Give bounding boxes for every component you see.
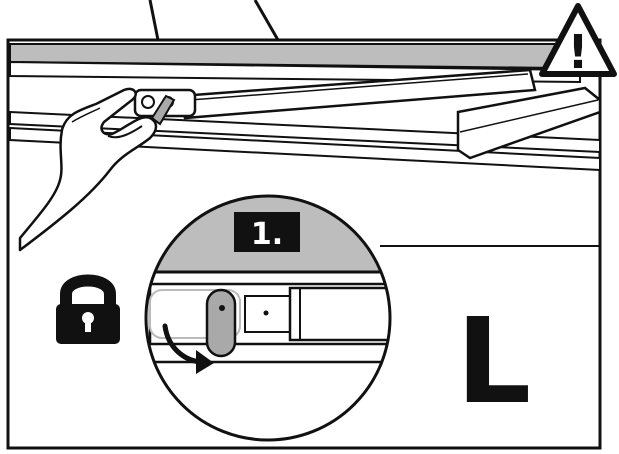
warning-triangle-icon: ! [539, 3, 617, 79]
step-badge: 1. [234, 212, 300, 252]
padlock-icon [56, 274, 120, 344]
bed-frame-scene [9, 43, 600, 252]
warning-glyph: ! [568, 25, 589, 79]
box-roof-lines [148, 0, 280, 41]
lock-lever[interactable] [205, 288, 237, 358]
hand [18, 87, 158, 252]
lower-rail-b [9, 126, 600, 172]
position-letter: L [456, 292, 531, 430]
curved-arrow-icon [162, 323, 214, 374]
diagonal-beam [456, 86, 600, 160]
lock-lever-small[interactable] [150, 94, 176, 126]
step-label: 1. [251, 217, 283, 252]
